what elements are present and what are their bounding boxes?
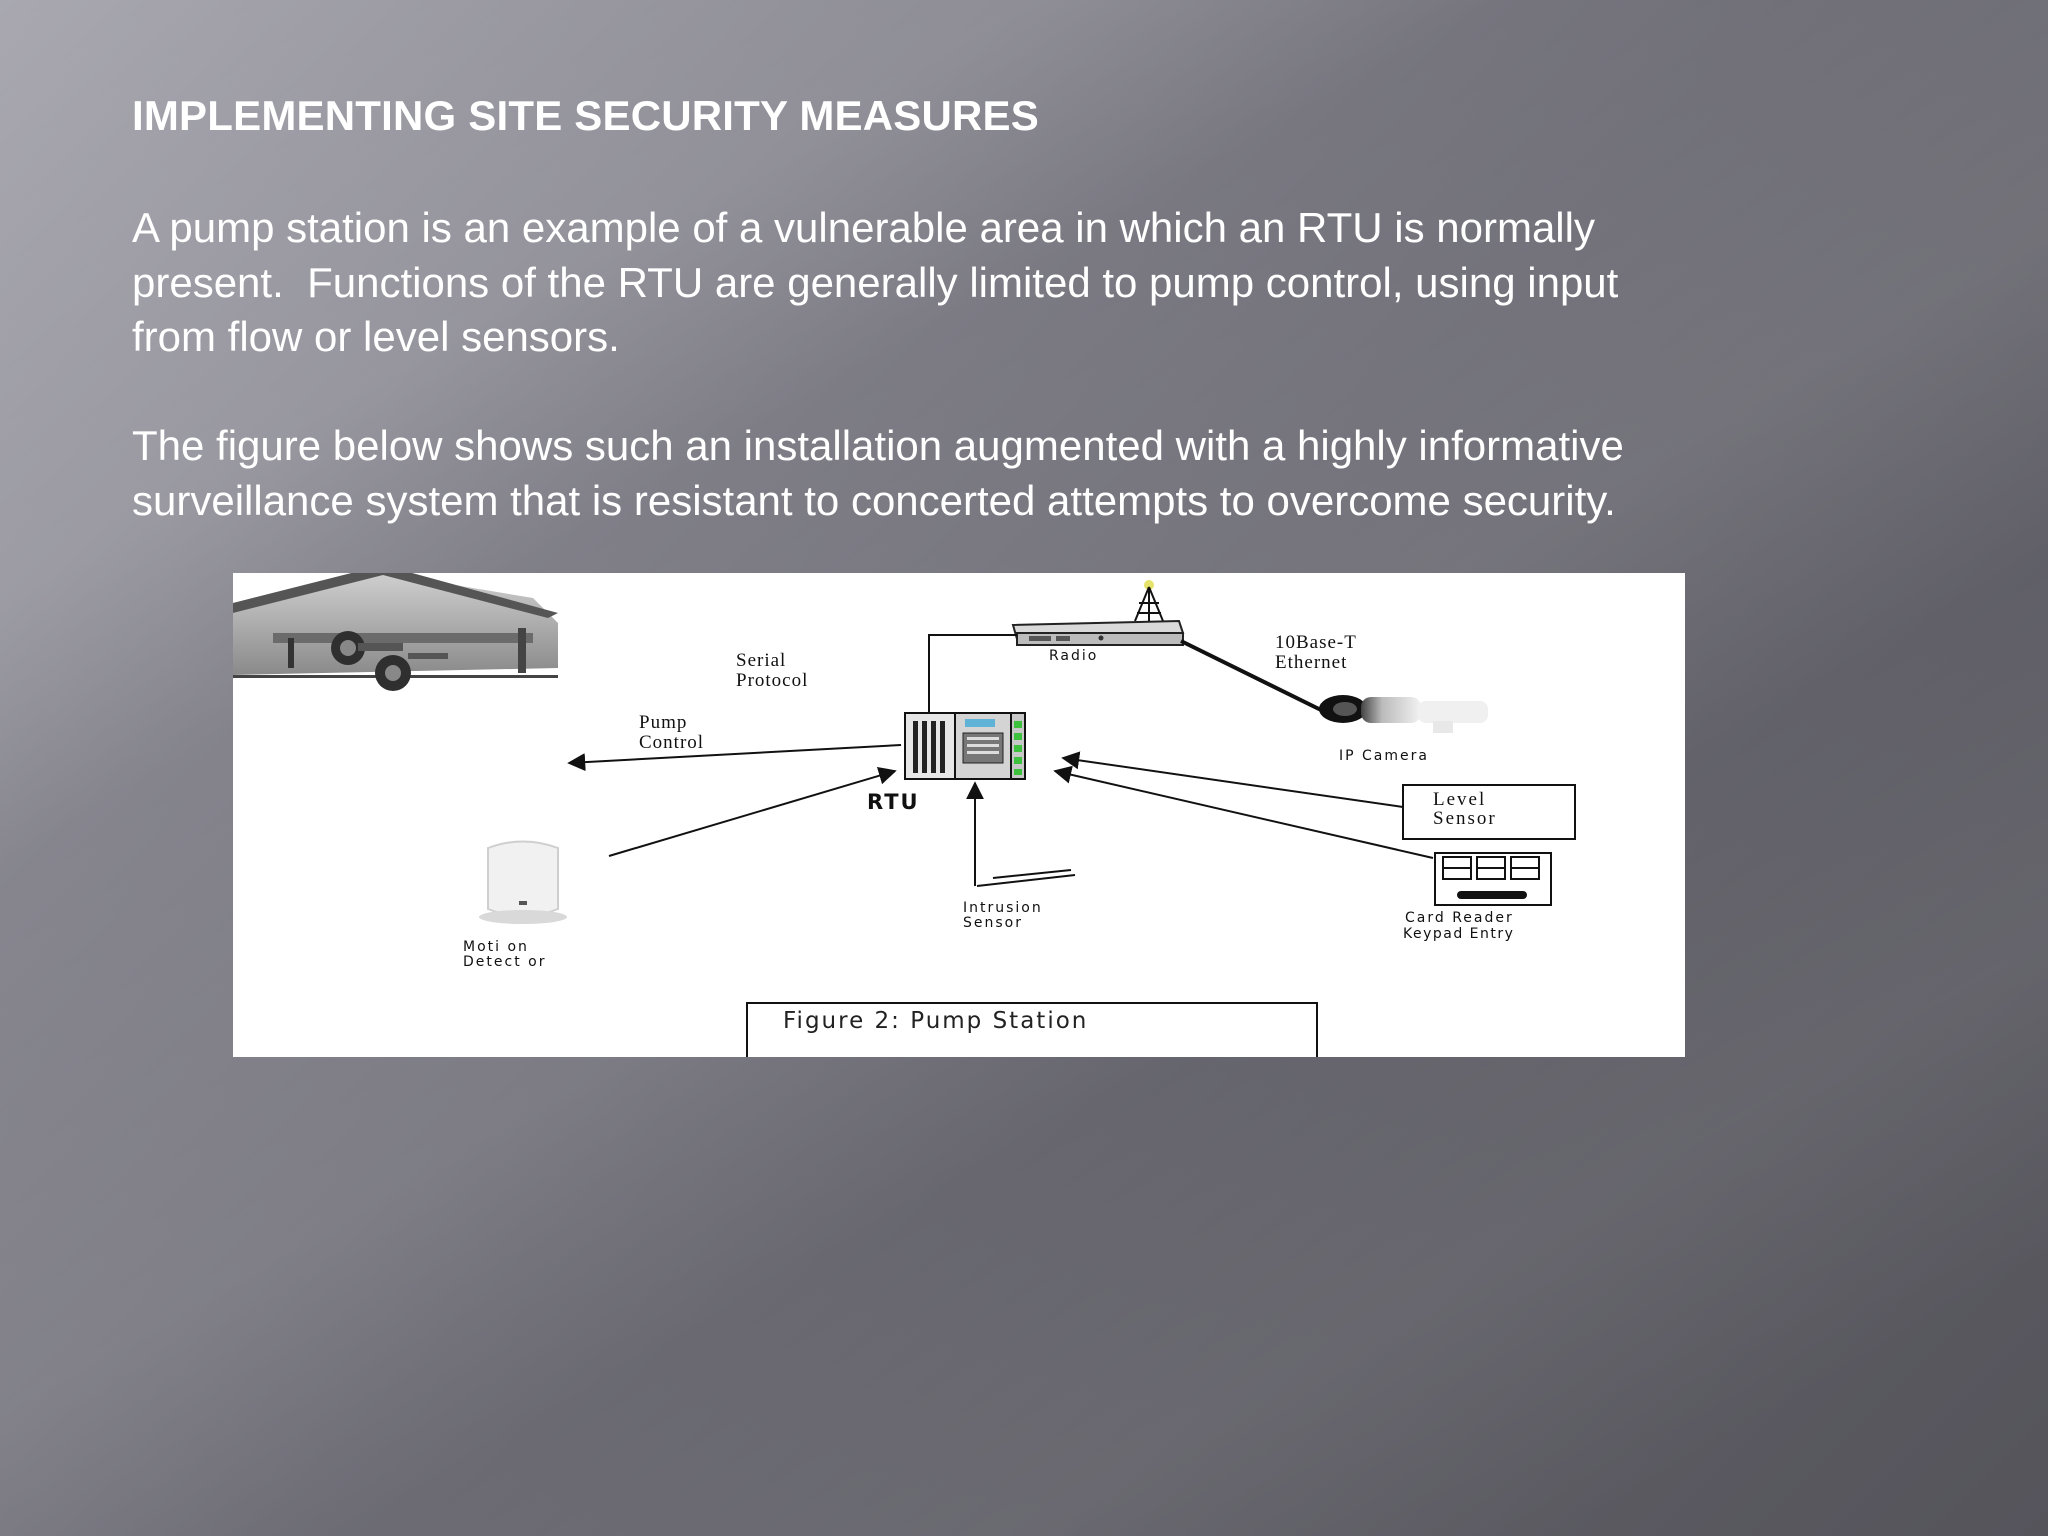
pump-house-icon <box>233 573 558 691</box>
ip-camera-icon <box>1319 695 1488 733</box>
figure-caption: Figure 2: Pump Station <box>783 1008 1088 1034</box>
rtu-cabinet-icon <box>904 712 1026 780</box>
motion-detector-icon <box>479 840 567 924</box>
pump-station-figure: Serial Protocol Radio 10Base-T Ethernet … <box>233 573 1685 1057</box>
card-reader-icon <box>1434 852 1552 906</box>
radio-unit-icon <box>1011 619 1185 646</box>
label-intrusion-sensor-2: Sensor <box>963 915 1023 931</box>
label-serial-protocol-1: Serial <box>736 650 786 671</box>
label-pump-control-2: Control <box>639 732 704 753</box>
label-motion-detector-2: Detect or <box>463 954 546 970</box>
label-level-sensor-2: Sensor <box>1433 808 1497 829</box>
body-paragraph-1: A pump station is an example of a vulner… <box>132 204 1619 360</box>
label-level-sensor-1: Level <box>1433 789 1486 810</box>
level-sensor-box <box>1402 784 1576 840</box>
label-motion-detector-1: Moti on <box>463 939 529 955</box>
radio-tower-icon <box>1134 580 1164 622</box>
label-pump-control-1: Pump <box>639 712 687 733</box>
label-card-reader-1: Card Reader <box>1405 910 1514 926</box>
connection-lines <box>567 634 1434 887</box>
slide-title: IMPLEMENTING SITE SECURITY MEASURES <box>132 92 1039 139</box>
label-card-reader-2: Keypad Entry <box>1403 926 1514 942</box>
pump-station-diagram: Serial Protocol Radio 10Base-T Ethernet … <box>233 573 1576 1057</box>
body-paragraph-2: The figure below shows such an installat… <box>132 422 1624 524</box>
label-rtu: RTU <box>867 790 920 814</box>
label-intrusion-sensor-1: Intrusion <box>963 900 1043 916</box>
label-ip-camera: IP Camera <box>1339 748 1429 764</box>
label-radio: Radio <box>1049 648 1098 664</box>
label-serial-protocol-2: Protocol <box>736 670 808 691</box>
label-ethernet-1: 10Base-T <box>1275 632 1357 653</box>
label-ethernet-2: Ethernet <box>1275 652 1347 673</box>
figure-caption-box <box>746 1002 1318 1057</box>
